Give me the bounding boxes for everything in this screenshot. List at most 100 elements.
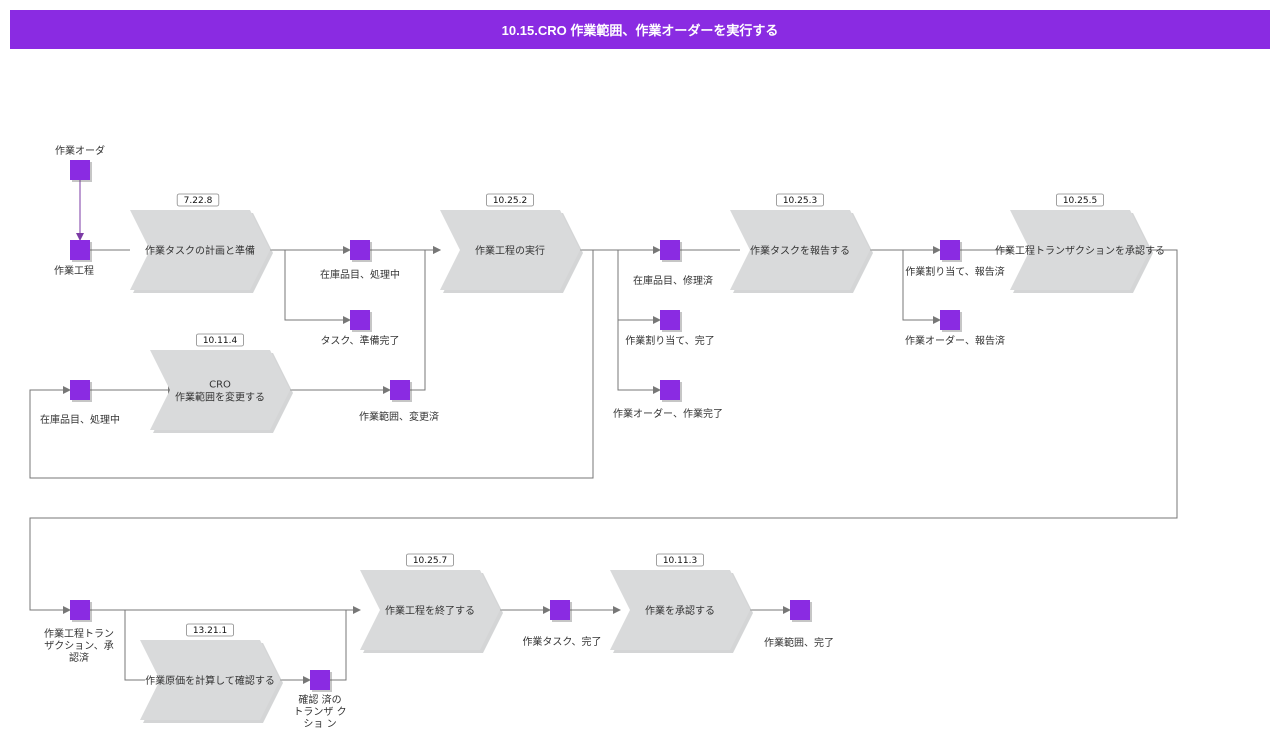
state-label: 作業オーダ [55, 144, 105, 157]
state-label: 作業オーダー、報告済 [905, 334, 1005, 347]
state-square [310, 670, 330, 690]
connector-line [330, 609, 360, 681]
state-square [790, 600, 810, 620]
process-label: 作業タスクの計画と準備 [145, 244, 255, 257]
state-square [940, 310, 960, 330]
state-node[interactable]: 作業範囲、変更済 [359, 380, 439, 423]
state-label: 在庫品目、処理中 [40, 413, 120, 426]
nodes: 7.22.8 作業タスクの計画と準備 10.25.2 作業工程の実行 10.25.3 作業… [40, 144, 1165, 730]
state-label: 作業工程トラン [44, 627, 114, 640]
process-id: 10.11.4 [203, 336, 238, 346]
process-id: 10.11.3 [663, 556, 697, 566]
process-step-13-21-1[interactable]: 13.21.1 作業原価を計算して確認する [140, 623, 283, 723]
state-node[interactable]: 作業オーダー、作業完了 [613, 380, 723, 420]
process-step-10-25-3[interactable]: 10.25.3 作業タスクを報告する [730, 193, 873, 293]
state-label: ザクション、承 [44, 640, 113, 652]
state-node[interactable]: 在庫品目、処理中 [320, 240, 400, 281]
state-label: トランザ ク [293, 706, 346, 718]
process-label: 作業工程を終了する [385, 604, 475, 617]
state-node[interactable]: 作業割り当て、完了 [625, 310, 715, 347]
state-square [660, 380, 680, 400]
process-shape [150, 350, 290, 430]
state-node[interactable]: 作業工程 [54, 240, 94, 277]
process-label: 作業を承認する [645, 604, 715, 617]
process-id: 13.21.1 [193, 626, 227, 636]
state-square [940, 240, 960, 260]
state-node[interactable]: 作業範囲、完了 [764, 600, 834, 649]
diagram-title-bar: 10.15.CRO 作業範囲、作業オーダーを実行する [10, 10, 1270, 49]
state-node[interactable]: 作業オーダー、報告済 [905, 310, 1005, 347]
connector-line [29, 250, 594, 479]
process-id: 10.25.2 [493, 196, 527, 206]
state-label: 作業範囲、変更済 [359, 410, 439, 423]
process-step-7-22-8[interactable]: 7.22.8 作業タスクの計画と準備 [130, 193, 273, 293]
process-label: 作業範囲を変更する [175, 391, 265, 404]
process-id-box [185, 623, 234, 637]
connector-line [29, 249, 1178, 614]
diagram-title: 10.15.CRO 作業範囲、作業オーダーを実行する [501, 23, 779, 38]
state-square [390, 380, 410, 400]
process-label: 作業原価を計算して確認する [145, 674, 275, 687]
state-label: 作業割り当て、完了 [625, 334, 715, 347]
process-id: 7.22.8 [184, 196, 213, 206]
process-id-box [405, 553, 454, 567]
process-label: 作業工程の実行 [475, 244, 545, 257]
state-label: 認済 [69, 651, 89, 664]
state-square [70, 160, 90, 180]
connectors [29, 180, 1178, 684]
process-shape [140, 640, 280, 720]
process-label: 作業タスクを報告する [750, 244, 850, 257]
process-step-10-25-5[interactable]: 10.25.5 作業工程トランザクションを承認する [995, 193, 1165, 293]
state-label: 在庫品目、修理済 [633, 274, 713, 287]
process-id-box [485, 193, 534, 207]
process-shape [360, 570, 500, 650]
connector-line [284, 250, 351, 324]
state-square [70, 240, 90, 260]
process-label: CRO [209, 380, 231, 391]
state-node[interactable]: 在庫品目、処理中 [40, 380, 120, 426]
process-id-box [656, 553, 705, 567]
process-id-box [1056, 193, 1105, 207]
state-label: タスク、準備完了 [320, 334, 399, 347]
process-id: 10.25.5 [1063, 196, 1097, 206]
state-square [550, 600, 570, 620]
process-shape [730, 210, 870, 290]
state-label: 作業タスク、完了 [522, 635, 601, 648]
state-square [350, 310, 370, 330]
state-node[interactable]: 在庫品目、修理済 [633, 240, 713, 287]
process-shape [610, 570, 750, 650]
state-label: ショ ン [303, 719, 336, 730]
state-square [660, 310, 680, 330]
connector-line [124, 610, 145, 681]
state-node[interactable]: タスク、準備完了 [320, 310, 400, 347]
state-label: 在庫品目、処理中 [320, 268, 400, 281]
process-id-box [195, 333, 244, 347]
process-id: 10.25.3 [783, 196, 817, 206]
state-node[interactable]: 作業タスク、完了 [522, 600, 602, 648]
state-square [70, 600, 90, 620]
state-node[interactable]: 作業オーダ [55, 144, 105, 182]
state-square [350, 240, 370, 260]
process-step-10-25-7[interactable]: 10.25.7 作業工程を終了する [360, 553, 503, 653]
state-label: 作業範囲、完了 [764, 636, 834, 649]
state-label: 作業割り当て、報告済 [905, 265, 1005, 278]
process-shape [1010, 210, 1150, 290]
connector-line [902, 250, 941, 324]
connector-line [617, 320, 661, 394]
process-label: 作業工程トランザクションを承認する [995, 244, 1165, 257]
process-step-10-11-3[interactable]: 10.11.3 作業を承認する [610, 553, 753, 653]
process-id-box [176, 193, 220, 207]
connector-line [410, 246, 441, 391]
state-label: 確認 済の [298, 693, 341, 706]
process-step-10-25-2[interactable]: 10.25.2 作業工程の実行 [440, 193, 583, 293]
state-node[interactable]: 作業割り当て、報告済 [905, 240, 1005, 278]
state-node[interactable]: 作業工程トランザクション、承認済 [44, 600, 114, 664]
state-label: 作業工程 [54, 264, 94, 277]
state-label: 作業オーダー、作業完了 [613, 407, 723, 420]
process-id: 10.25.7 [413, 556, 447, 566]
process-id-box [776, 193, 825, 207]
state-square [660, 240, 680, 260]
